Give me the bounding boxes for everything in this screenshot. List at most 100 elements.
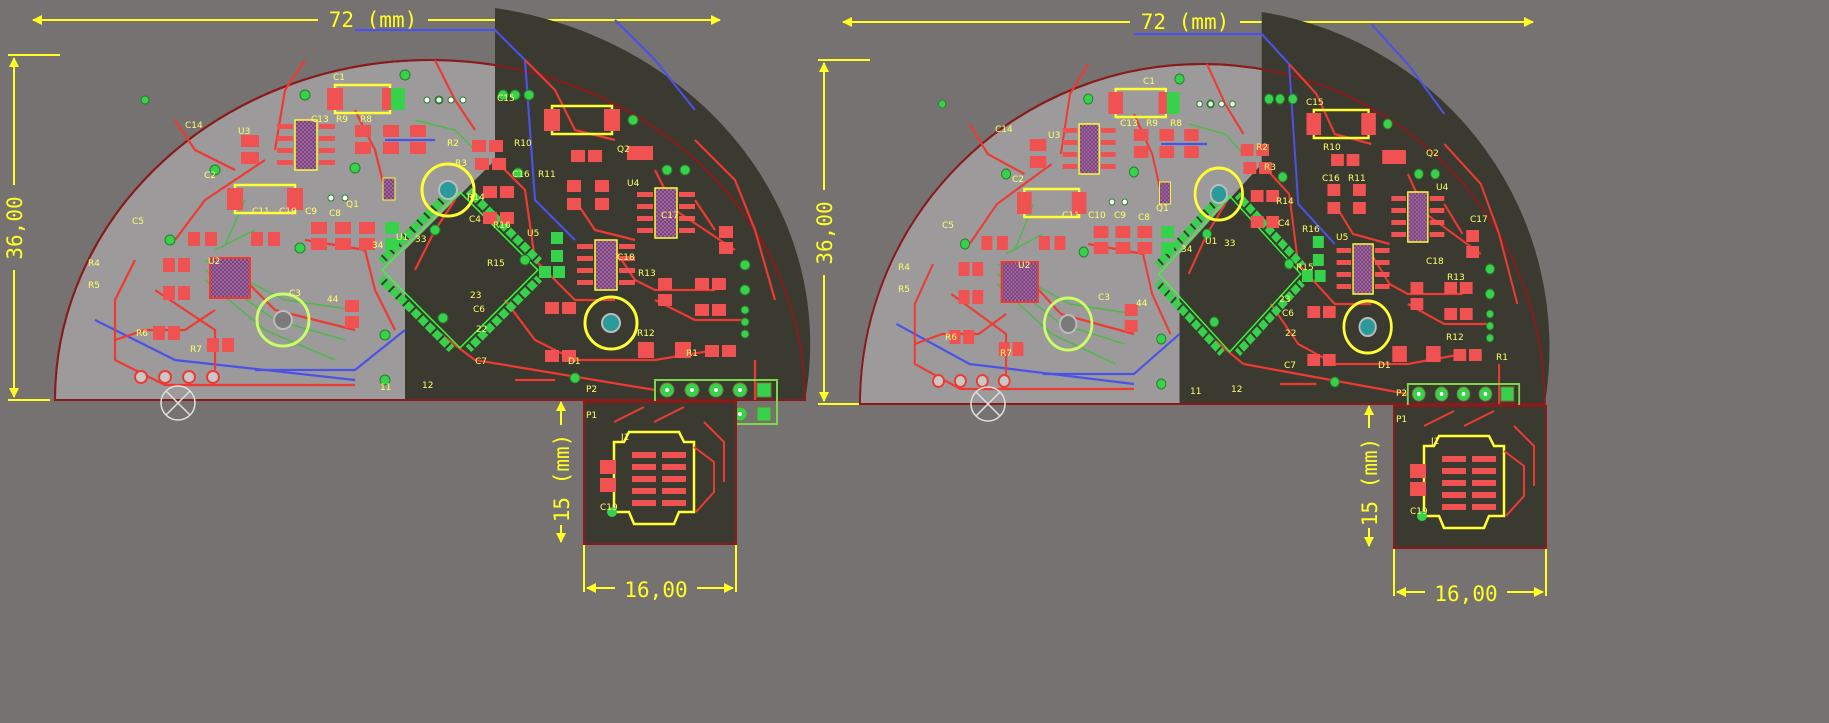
ref-r6: R6: [136, 329, 148, 339]
ref-c15: C15: [497, 94, 515, 104]
ref-c19: C19: [600, 503, 618, 513]
fiducial-marker-right: [970, 386, 1006, 422]
ref-r4-right: R4: [898, 263, 910, 273]
ref-pin33-right: 33: [1224, 239, 1235, 249]
ref-p2: P2: [586, 385, 597, 395]
ref-c6-right: C6: [1282, 309, 1294, 319]
ref-c18: C18: [617, 253, 635, 263]
ref-c17-right: C17: [1470, 215, 1488, 225]
ref-u5-right: U5: [1336, 233, 1348, 243]
ref-c5: C5: [132, 217, 144, 227]
width-dimension-label: 72 (mm): [329, 8, 418, 32]
ref-c14-right: C14: [995, 125, 1013, 135]
ref-u2-right: U2: [1018, 261, 1030, 271]
right-pcb-view: 72 (mm) 36,00 15 (mm) 16,00 C1 C2 C3 C4 …: [813, 8, 1551, 606]
ref-p2-right: P2: [1396, 389, 1407, 399]
ref-c16: C16: [512, 170, 530, 180]
ref-q2: Q2: [617, 145, 630, 155]
ref-pin22: 22: [476, 325, 487, 335]
ref-r11-right: R11: [1348, 174, 1366, 184]
ref-u3: U3: [238, 127, 250, 137]
ref-c8: C8: [329, 209, 341, 219]
ref-c13: C13: [311, 115, 329, 125]
ref-pin23-right: 23: [1279, 295, 1290, 305]
ref-j1: J1: [620, 433, 629, 443]
ref-u4: U4: [627, 179, 640, 189]
tab-width-label-right: 16,00: [1434, 582, 1497, 606]
tab-width-label: 16,00: [624, 578, 687, 602]
ref-c9: C9: [305, 207, 317, 217]
ref-u3-right: U3: [1048, 131, 1060, 141]
ref-c10-right: C10: [1088, 211, 1106, 221]
ref-q2-right: Q2: [1426, 149, 1439, 159]
ref-pin44: 44: [327, 295, 339, 305]
ref-c8-right: C8: [1138, 213, 1150, 223]
ref-c3: C3: [289, 289, 301, 299]
ref-r3-right: R3: [1264, 163, 1276, 173]
ref-r4: R4: [88, 259, 100, 269]
ref-c4: C4: [469, 215, 481, 225]
ref-r16: R16: [493, 221, 511, 231]
ref-q1: Q1: [346, 200, 359, 210]
ref-j1-right: J1: [1430, 437, 1439, 447]
ref-u2: U2: [208, 257, 220, 267]
ref-c5-right: C5: [942, 221, 954, 231]
ref-c2: C2: [204, 171, 216, 181]
ref-c17: C17: [661, 211, 679, 221]
ref-r15: R15: [487, 259, 505, 269]
ref-r9: R9: [336, 115, 348, 125]
right-connector-tab: [1392, 404, 1548, 550]
ref-c2-right: C2: [1012, 175, 1024, 185]
ref-c7: C7: [475, 357, 487, 367]
ref-c19-right: C19: [1410, 507, 1428, 517]
ref-pin33: 33: [415, 235, 426, 245]
ref-pin11-right: 11: [1190, 387, 1201, 397]
ref-pin12-right: 12: [1231, 385, 1242, 395]
ref-c6: C6: [473, 305, 485, 315]
ref-u1: U1: [396, 233, 408, 243]
ref-r1-right: R1: [1496, 353, 1508, 363]
ref-pin44-right: 44: [1136, 299, 1148, 309]
ref-r10-right: R10: [1323, 143, 1341, 153]
ref-r7-right: R7: [1000, 349, 1012, 359]
ref-r13: R13: [638, 269, 656, 279]
ref-r2-right: R2: [1256, 143, 1268, 153]
right-board: [858, 10, 1551, 430]
ref-r14: R14: [467, 193, 485, 203]
ref-r16-right: R16: [1302, 225, 1320, 235]
ref-r9-right: R9: [1146, 119, 1158, 129]
ref-r11: R11: [538, 170, 556, 180]
right-designators: C1 C2 C3 C4 C5 C6 C7 C8 C9 C10 C11 C13 C…: [898, 77, 1508, 517]
ref-pin11: 11: [380, 383, 391, 393]
ref-u1-right: U1: [1205, 237, 1217, 247]
left-connector-tab: [582, 400, 738, 546]
ref-c15-right: C15: [1306, 98, 1324, 108]
ref-c16-right: C16: [1322, 174, 1340, 184]
ref-p1-right: P1: [1396, 415, 1407, 425]
ref-r12-right: R12: [1446, 333, 1464, 343]
ref-pin22-right: 22: [1285, 329, 1296, 339]
ref-c10: C10: [279, 207, 297, 217]
ref-r2: R2: [447, 139, 459, 149]
ref-c9-right: C9: [1114, 211, 1126, 221]
ref-r1: R1: [686, 349, 698, 359]
height-dimension-label: 36,00: [3, 196, 27, 259]
ref-c11: C11: [252, 207, 270, 217]
ref-c7-right: C7: [1284, 361, 1296, 371]
ref-r10: R10: [514, 139, 532, 149]
ref-r15-right: R15: [1296, 263, 1314, 273]
ref-pin23: 23: [470, 291, 481, 301]
ref-c13-right: C13: [1120, 119, 1138, 129]
tab-height-label: 15 (mm): [550, 434, 574, 523]
fiducial-marker: [160, 385, 196, 421]
ref-p1: P1: [586, 411, 597, 421]
ref-r5: R5: [88, 281, 100, 291]
ref-c1: C1: [333, 73, 345, 83]
tab-height-label-right: 15 (mm): [1358, 438, 1382, 527]
ref-r8: R8: [360, 115, 372, 125]
ref-r13-right: R13: [1447, 273, 1465, 283]
ref-d1: D1: [568, 357, 581, 367]
left-board: [53, 6, 812, 426]
ref-pin34-right: 34: [1181, 245, 1193, 255]
